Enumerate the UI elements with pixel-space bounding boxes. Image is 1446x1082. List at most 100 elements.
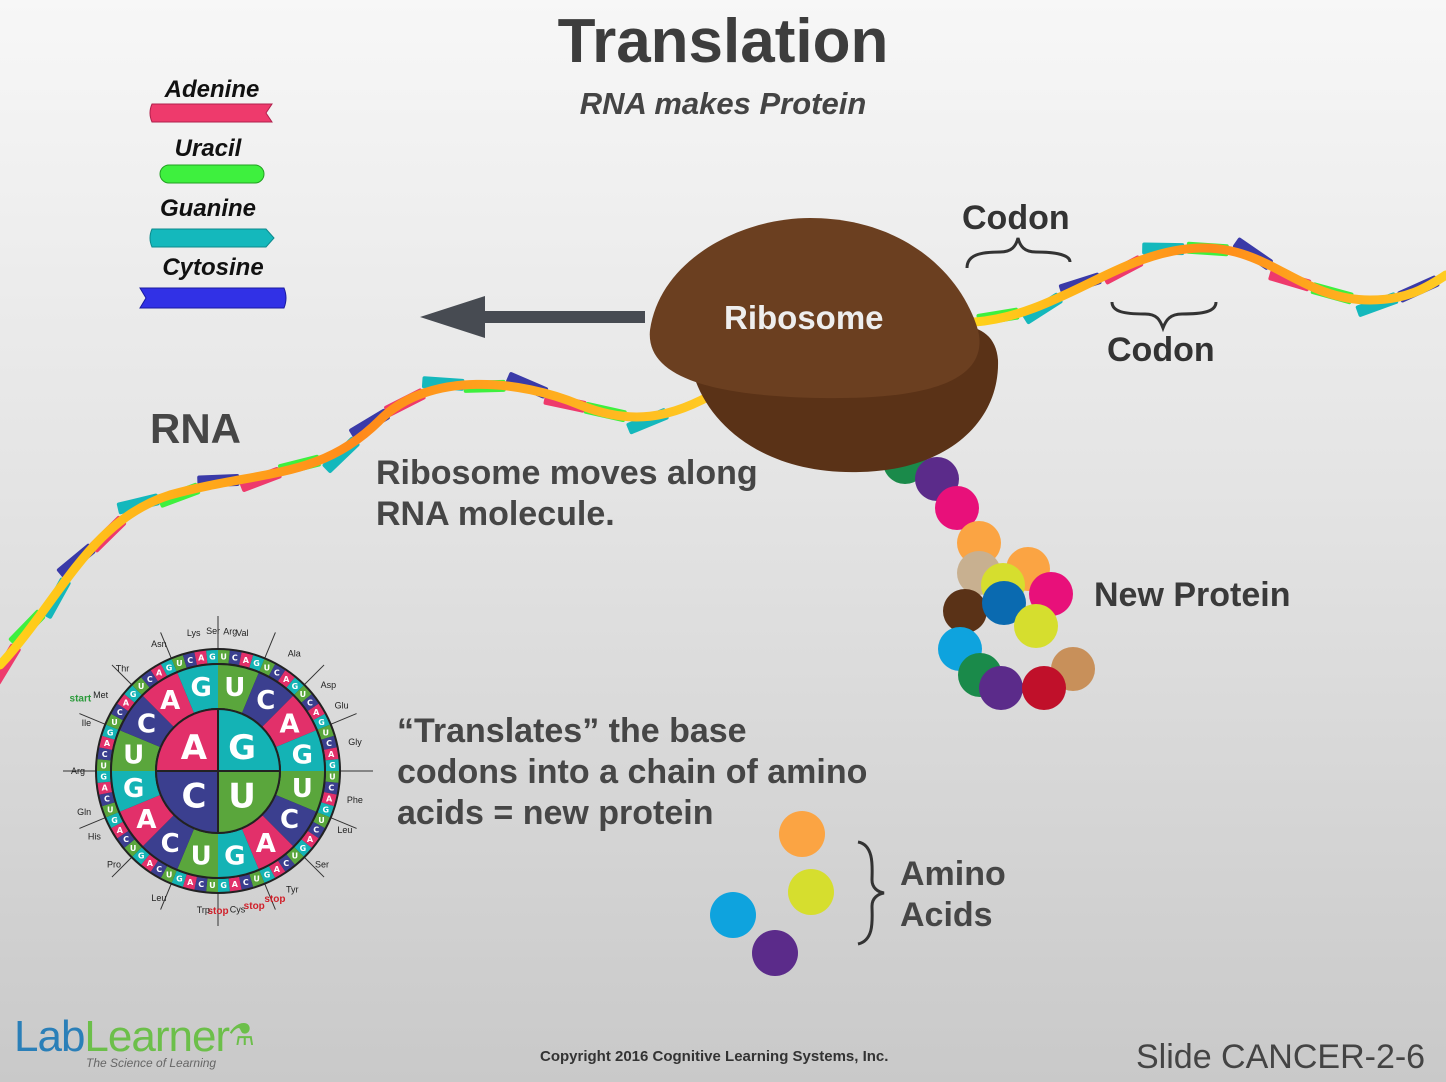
legend-adenine: Adenine (164, 76, 260, 103)
outer-codon-cell (268, 664, 286, 682)
outer-codon-letter: A (274, 865, 281, 874)
rna-label: RNA (150, 405, 241, 452)
wheel-divider (330, 713, 357, 725)
amino-acid-label: Trp (197, 905, 210, 915)
outer-codon-letter: G (264, 870, 271, 879)
outer-codon-letter: C (232, 654, 238, 663)
ribosome-shape (649, 218, 999, 473)
outer-codon-letter: U (323, 728, 330, 737)
outer-codon-cell (206, 878, 218, 892)
outer-codon-letter: C (187, 656, 193, 665)
outer-codon-cell (323, 747, 339, 761)
outer-codon-letter: A (243, 656, 250, 665)
amino-acid-label: His (88, 832, 101, 842)
middle-codon-letter: A (160, 686, 180, 716)
amino-acid-label: Pro (107, 860, 121, 870)
amino-acid-bead (943, 589, 987, 633)
rna-strand (0, 379, 725, 670)
outer-codon-letter: U (111, 718, 118, 727)
outer-codon-cell (206, 650, 218, 664)
outer-codon-letter: A (328, 750, 335, 759)
outer-codon-cell (117, 831, 135, 848)
wheel-divider (264, 632, 276, 659)
outer-codon-cell (102, 802, 119, 818)
outer-codon-cell (141, 670, 158, 688)
outer-codon-letter: G (253, 659, 260, 668)
outer-codon-letter: C (328, 784, 334, 793)
outer-codon-letter: U (300, 690, 307, 699)
outer-codon-cell (317, 724, 334, 740)
text-line: “Translates” the base (397, 712, 747, 750)
slide-number: Slide CANCER-2-6 (1136, 1038, 1426, 1076)
amino-acid-label: Ser (206, 626, 220, 636)
outer-codon-cell (325, 759, 339, 771)
outer-codon-letter: U (292, 852, 299, 861)
outer-codon-letter: A (326, 795, 333, 804)
amino-acid-label: stop (207, 906, 228, 917)
outer-codon-letter: A (156, 669, 163, 678)
amino-acid-label: Ser (315, 860, 329, 870)
ribosome-moves-text: Ribosome moves along RNA molecule. (376, 453, 758, 535)
amino-acids-label: Amino Acids (900, 854, 1006, 936)
outer-codon-cell (160, 659, 177, 676)
outer-codon-letter: U (130, 844, 137, 853)
middle-codon-letter: U (191, 842, 212, 872)
outer-codon-letter: G (220, 881, 227, 890)
outer-codon-cell (132, 847, 150, 865)
outer-codon-letter: G (209, 653, 216, 662)
middle-codon-letter: A (136, 805, 156, 835)
middle-codon-letter: G (224, 842, 245, 872)
outer-codon-cell (268, 860, 286, 878)
outer-codon-cell (313, 812, 330, 829)
amino-acid-label: Phe (347, 795, 363, 805)
amino-acid-label: Gly (348, 737, 362, 747)
wheel-divider (111, 856, 133, 878)
amino-acid-yellow (788, 869, 834, 915)
outer-codon-letter: C (102, 750, 108, 759)
inner-codon-cell (218, 771, 279, 832)
outer-codon-cell (228, 650, 242, 666)
middle-codon-letter: C (256, 686, 275, 716)
outer-codon-letter: U (166, 870, 173, 879)
translates-text: “Translates” the base codons into a chai… (397, 711, 867, 834)
outer-codon-letter: A (198, 654, 205, 663)
outer-codon-letter: A (102, 784, 109, 793)
outer-codon-letter: U (138, 682, 145, 691)
free-amino-acids (710, 811, 834, 976)
outer-codon-cell (249, 655, 265, 672)
amino-acid-label: Val (236, 628, 248, 638)
outer-codon-cell (99, 735, 115, 750)
outer-codon-cell (102, 724, 119, 740)
middle-codon-letter: U (224, 673, 245, 703)
wheel-divider (79, 817, 106, 829)
outer-codon-letter: G (130, 690, 137, 699)
middle-codon-letter: C (137, 710, 156, 740)
amino-acid-label: Asp (321, 680, 337, 690)
amino-acid-label: Arg (223, 627, 237, 637)
outer-codon-letter: A (104, 739, 111, 748)
middle-codon-letter: C (280, 805, 299, 835)
outer-codon-cell (150, 860, 168, 878)
outer-codon-cell (323, 781, 339, 795)
middle-codon-cell (112, 771, 160, 812)
outer-codon-cell (286, 847, 304, 865)
outer-codon-cell (182, 652, 197, 668)
wheel-divider (264, 883, 276, 910)
outer-codon-cell (194, 876, 208, 892)
direction-arrow-icon (420, 296, 645, 338)
outer-codon-cell (111, 821, 129, 839)
middle-codon-cell (112, 730, 160, 771)
outer-codon-letter: G (292, 682, 299, 691)
outer-codon-letter: G (166, 663, 173, 672)
middle-codon-letter: A (256, 829, 276, 859)
amino-acid-bead (1022, 666, 1066, 710)
outer-codon-letter: A (283, 675, 290, 684)
outer-codon-letter: C (123, 835, 129, 844)
outer-codon-letter: C (147, 675, 153, 684)
wheel-divider (303, 664, 325, 686)
outer-codon-cell (117, 694, 135, 711)
middle-codon-cell (242, 815, 293, 869)
middle-codon-cell (120, 795, 174, 846)
outer-codon-letter: U (176, 659, 183, 668)
